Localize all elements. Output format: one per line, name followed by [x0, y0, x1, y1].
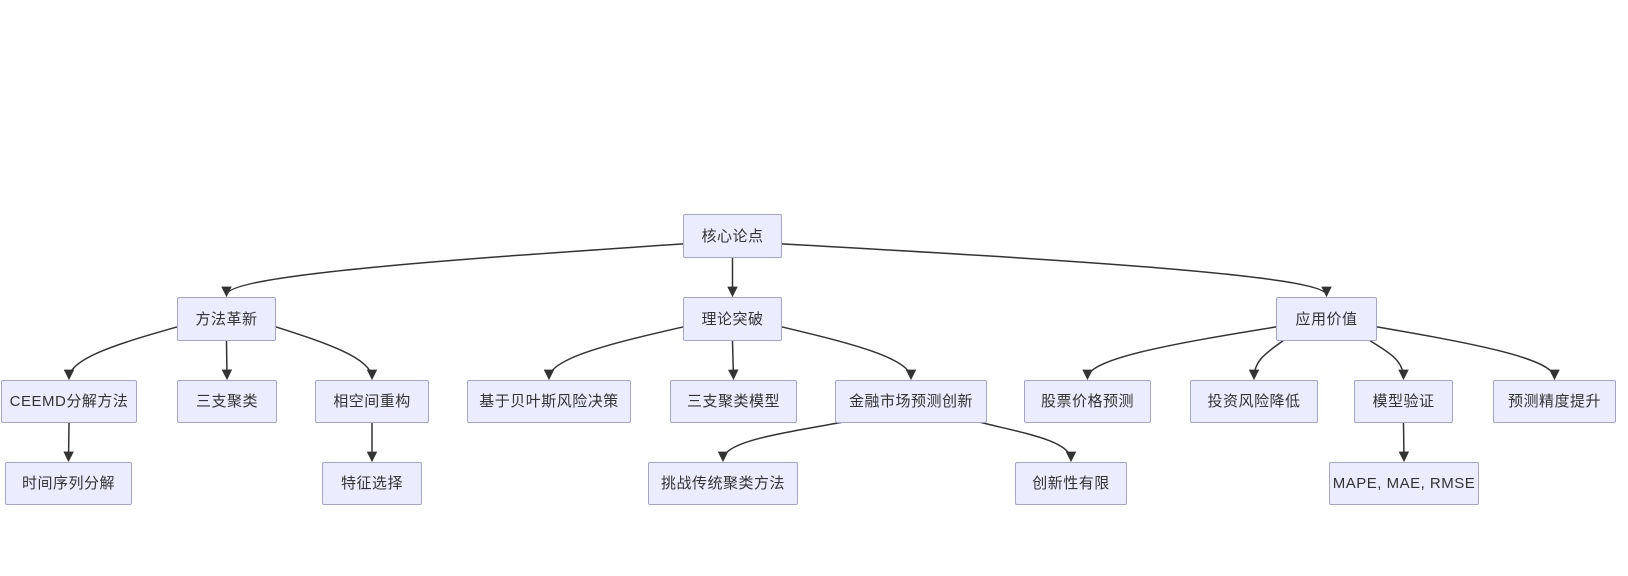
node-label: 股票价格预测: [1040, 393, 1134, 410]
node-phase_space: 相空间重构: [315, 380, 429, 423]
node-theory: 理论突破: [683, 297, 782, 341]
node-metrics: MAPE, MAE, RMSE: [1329, 462, 1479, 505]
node-validation: 模型验证: [1354, 380, 1453, 423]
node-finance: 金融市场预测创新: [835, 380, 987, 423]
node-timeseries: 时间序列分解: [5, 462, 132, 505]
node-core: 核心论点: [683, 214, 782, 258]
node-label: CEEMD分解方法: [9, 393, 129, 410]
node-label: 挑战传统聚类方法: [660, 475, 785, 492]
node-label: 应用价值: [1295, 310, 1358, 328]
node-three_way: 三支聚类: [177, 380, 277, 423]
node-three_way_model: 三支聚类模型: [670, 380, 797, 423]
node-label: 特征选择: [340, 475, 403, 492]
node-label: 创新性有限: [1032, 475, 1110, 492]
node-application: 应用价值: [1276, 297, 1377, 341]
node-challenge: 挑战传统聚类方法: [648, 462, 798, 505]
node-label: 三支聚类模型: [686, 393, 780, 410]
node-label: 金融市场预测创新: [848, 393, 973, 410]
node-label: 基于贝叶斯风险决策: [479, 393, 619, 410]
node-label: 相空间重构: [333, 393, 411, 410]
node-method: 方法革新: [177, 297, 276, 341]
node-label: 方法革新: [195, 310, 258, 328]
node-accuracy: 预测精度提升: [1493, 380, 1616, 423]
node-label: 投资风险降低: [1207, 393, 1301, 410]
node-label: MAPE, MAE, RMSE: [1332, 475, 1476, 492]
node-label: 时间序列分解: [21, 475, 115, 492]
node-label: 理论突破: [701, 310, 764, 328]
node-stock: 股票价格预测: [1024, 380, 1151, 423]
node-ceemd: CEEMD分解方法: [1, 380, 137, 423]
node-label: 模型验证: [1372, 393, 1435, 410]
node-invest: 投资风险降低: [1190, 380, 1318, 423]
node-label: 核心论点: [701, 227, 764, 245]
node-label: 预测精度提升: [1507, 393, 1601, 410]
node-label: 三支聚类: [195, 393, 258, 410]
node-limited: 创新性有限: [1015, 462, 1127, 505]
node-bayes: 基于贝叶斯风险决策: [467, 380, 631, 423]
node-feature: 特征选择: [322, 462, 422, 505]
